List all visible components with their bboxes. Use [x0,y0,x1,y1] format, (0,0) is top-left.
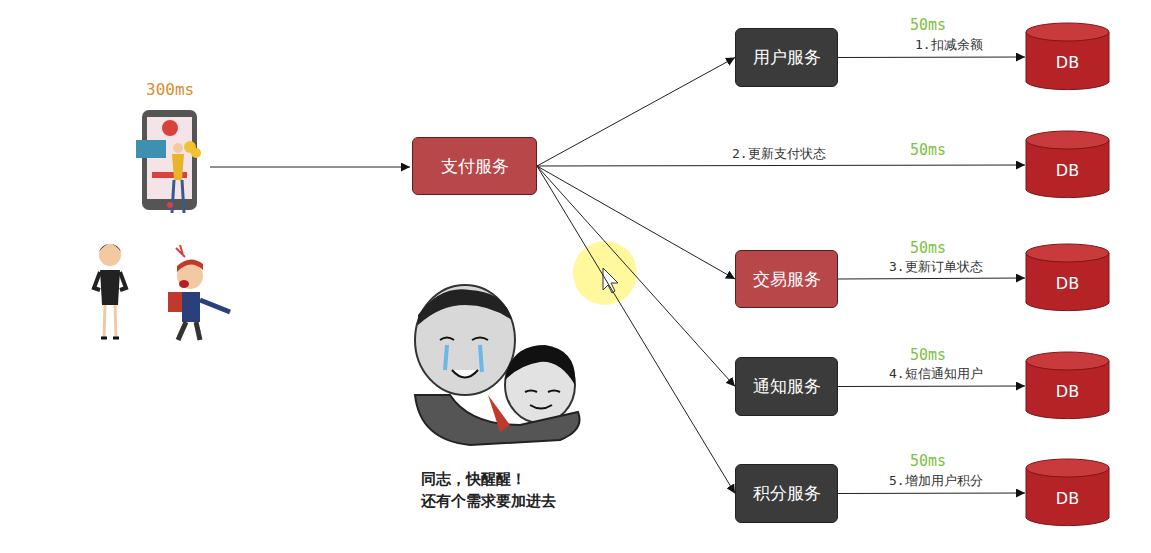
service-box: 积分服务 [735,464,838,523]
service-box: 支付服务 [412,137,537,195]
connector-arrow [537,58,735,167]
database-cylinder: DB [1025,351,1110,421]
edge-label: 3.更新订单状态 [887,258,985,276]
node-text: 支付服务 [441,155,509,178]
node-text: 通知服务 [753,375,821,398]
time-label: 50ms [910,141,946,159]
time-label: 50ms [910,346,946,364]
connector-arrow [838,278,1025,279]
service-box: 交易服务 [735,250,838,308]
node-text: DB [1056,264,1079,293]
node-text: DB [1056,43,1079,72]
connector-arrow [838,493,1025,495]
node-text: 用户服务 [753,46,821,69]
meme-caption: 还有个需求要加进去 [421,492,556,511]
connector-arrow [537,166,735,387]
service-box: 通知服务 [735,357,838,416]
node-text: 积分服务 [753,482,821,505]
connector-arrow [537,166,735,279]
node-text: DB [1056,151,1079,180]
meme-caption: 同志，快醒醒！ [421,470,526,489]
connector-arrow [537,165,1025,166]
woman-figure [94,244,126,338]
request-line [210,167,410,168]
edge-label: 1.扣减余额 [913,36,985,54]
database-cylinder: DB [1025,458,1110,528]
node-text: DB [1056,479,1079,508]
service-box: 用户服务 [735,28,838,87]
time-label: 300ms [146,80,194,99]
meme-illustration [415,285,580,445]
edge-label: 4.短信通知用户 [887,365,985,383]
connector-arrow [537,166,735,494]
time-label: 50ms [910,16,946,34]
mouse-cursor [603,268,618,293]
time-label: 50ms [910,452,946,470]
connector-arrow [838,386,1025,388]
phone-illustration [136,110,201,213]
database-cylinder: DB [1025,22,1110,92]
database-cylinder: DB [1025,130,1110,200]
edge-label: 2.更新支付状态 [730,145,828,163]
angry-man-figure [168,245,230,340]
connector-arrow [838,57,1025,59]
time-label: 50ms [910,239,946,257]
cursor-highlight [573,241,637,305]
database-cylinder: DB [1025,243,1110,313]
edge-label: 5.增加用户积分 [887,472,985,490]
node-text: DB [1056,372,1079,401]
node-text: 交易服务 [753,268,821,291]
